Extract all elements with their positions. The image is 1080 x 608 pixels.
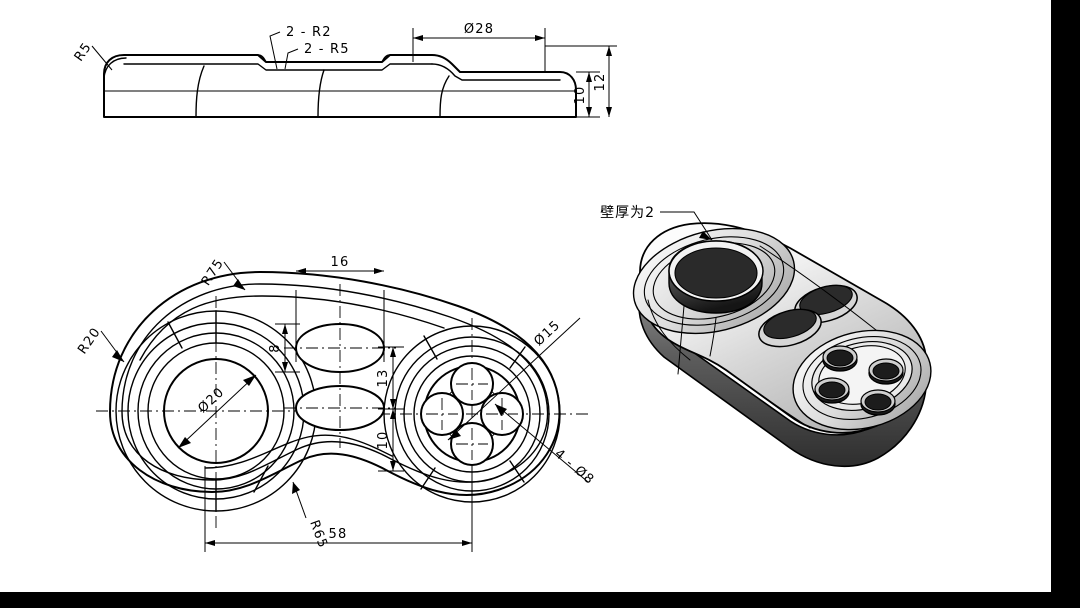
plan-dia20-arrow-a [178, 437, 191, 448]
front-view-group: R5 2 - R2 2 - R5 Ø28 10 [72, 22, 617, 118]
front-view-split-line-c [439, 75, 450, 118]
iso-right-boss-ring-2 [802, 336, 922, 420]
front-view-h12-arrow-top [606, 46, 612, 56]
iso-wall-thickness-leader [660, 211, 713, 241]
bottom-letterbox-bar [0, 592, 1080, 608]
plan-dia15-arrow [448, 430, 461, 440]
plan-r65-arrow [292, 482, 300, 494]
plan-right-boss-radial-tick-4 [509, 460, 525, 483]
plan-hole-top-centermark [456, 368, 488, 400]
iso-seam-line-diag [759, 245, 877, 331]
plan-dim10-arrow-top [390, 409, 396, 419]
plan-right-boss-radial-tick-1 [423, 335, 438, 360]
plan-dia8-leader [494, 403, 589, 483]
plan-dia8-label: 4 - Ø8 [551, 446, 597, 488]
iso-seam-line-left [677, 305, 685, 375]
iso-hole-front-right-bore [864, 393, 892, 411]
plan-dim13-arrow-bottom [390, 399, 396, 409]
iso-view-group: 壁厚为2 [600, 205, 932, 468]
front-view-h10-label: 10 [573, 86, 588, 105]
plan-dim58-arrow-left [205, 540, 215, 546]
plan-r65-label: R65 [306, 518, 330, 551]
plan-dia20-label: Ø20 [195, 385, 227, 417]
plan-dia20-arrow-b [243, 375, 256, 386]
front-view-r5-pair-leader [284, 48, 299, 70]
plan-bottom-wave-secondary [204, 434, 393, 469]
plan-r75-arrow [233, 279, 245, 290]
plan-dim10-arrow-bottom [390, 461, 396, 471]
plan-dim58-arrow-right [462, 540, 472, 546]
plan-inner-wall-outline [121, 283, 549, 483]
iso-skirt-highlight [647, 299, 691, 361]
front-view-top-land-line [123, 63, 433, 71]
front-view-boss-fillet-right [381, 54, 391, 63]
iso-bore-inner-shadow [674, 247, 758, 299]
plan-r20-arrow [112, 350, 124, 362]
plan-dim13-arrow-top [390, 347, 396, 357]
plan-left-boss-radial-tick-4 [253, 465, 269, 493]
plan-right-boss-radial-tick-3 [420, 467, 436, 490]
plan-dim58-label: 58 [329, 527, 348, 542]
front-view-h10-arrow-top [586, 72, 592, 82]
iso-seam-line-mid [709, 317, 717, 357]
front-view-dia28-arrow-left [413, 35, 423, 41]
plan-left-boss-radial-tick-1 [167, 321, 183, 349]
front-view-dia28-arrow-right [535, 35, 545, 41]
iso-hole-back-right-bore [872, 362, 900, 380]
front-view-r2-leader [269, 31, 281, 70]
plan-dim8-arrow-bottom [282, 362, 288, 372]
front-view-r2-label: 2 - R2 [286, 25, 332, 40]
front-view-h12-label: 12 [593, 73, 608, 92]
plan-dia8-arrow [495, 404, 507, 416]
plan-right-boss-radial-tick-2 [509, 346, 526, 369]
plan-r75-label: R75 [199, 256, 227, 289]
front-view-h10-arrow-bottom [586, 107, 592, 117]
plan-dim8-arrow-top [282, 324, 288, 334]
iso-wall-thickness-arrow [699, 231, 712, 240]
plan-hole-bottom-centermark [456, 428, 488, 460]
front-view-left-radius-edge [103, 57, 127, 79]
plan-dim10-label: 10 [376, 431, 391, 450]
plan-dim16-label: 16 [331, 255, 350, 270]
iso-hole-back-left-bore [826, 349, 854, 367]
iso-left-boss-ring-2 [643, 236, 785, 326]
front-view-dia28-label: Ø28 [464, 22, 494, 37]
plan-dim8-label: 8 [268, 343, 283, 352]
plan-outer-outline [109, 271, 561, 497]
bottom-view-group: Ø20 [75, 255, 597, 552]
front-view-r5-pair-label: 2 - R5 [304, 42, 350, 57]
plan-dim13-label: 13 [376, 369, 391, 388]
front-view-outer-profile [103, 54, 577, 118]
plan-dia20-leader [177, 374, 257, 449]
plan-dia15-leader [447, 317, 581, 441]
iso-slot-lower-inner [763, 308, 817, 340]
right-letterbox-bar [1051, 0, 1080, 608]
front-view-upper-edge-right [431, 63, 561, 81]
plan-dia15-label: Ø15 [531, 318, 563, 350]
iso-hole-front-left-bore [818, 381, 846, 399]
plan-dim16-arrow-left [296, 268, 306, 274]
front-view-r5-label: R5 [72, 40, 96, 65]
iso-four-hole-group [814, 345, 904, 416]
front-view-boss-fillet-left [257, 54, 267, 63]
iso-seam-line-lower [725, 369, 811, 429]
plan-dim16-arrow-right [374, 268, 384, 274]
plan-r20-label: R20 [75, 325, 104, 358]
plan-hole-left-centermark [426, 398, 458, 430]
front-view-h12-arrow-bottom [606, 107, 612, 117]
front-view-split-line-b [317, 69, 325, 118]
iso-slot-upper-inner [799, 284, 853, 316]
front-view-r5-leader [91, 45, 113, 71]
iso-wall-thickness-label: 壁厚为2 [600, 205, 655, 221]
